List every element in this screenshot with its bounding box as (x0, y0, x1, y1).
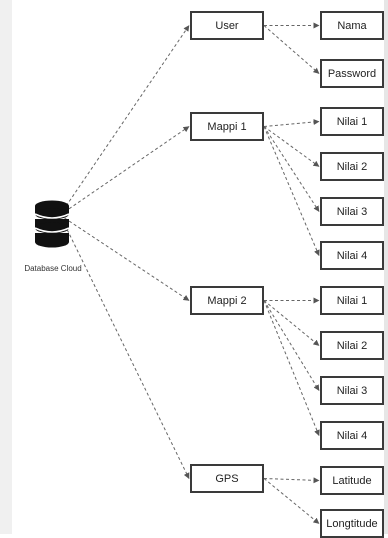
database-icon (34, 200, 70, 248)
node-mappi-1-nilai-1: Nilai 1 (320, 107, 384, 136)
node-mappi-1-nilai-2: Nilai 2 (320, 152, 384, 181)
edge-mappi-1-to-nilai-3 (263, 126, 320, 212)
node-mappi-2-nilai-4: Nilai 4 (320, 421, 384, 450)
edge-mappi-1-to-nilai-4 (263, 126, 320, 256)
node-mappi-2: Mappi 2 (190, 286, 264, 315)
node-mappi-2-nilai-1: Nilai 1 (320, 286, 384, 315)
node-mappi-2-nilai-4-label: Nilai 4 (336, 429, 368, 442)
edge-db-to-gps (59, 214, 190, 479)
node-mappi-1-nilai-1-label: Nilai 1 (336, 115, 368, 128)
node-mappi-2-nilai-2: Nilai 2 (320, 331, 384, 360)
edge-mappi-1-to-nilai-2 (263, 126, 320, 167)
node-mappi-1-nilai-3: Nilai 3 (320, 197, 384, 226)
node-user-password-label: Password (327, 67, 377, 80)
edge-mappi-2-to-nilai-4 (263, 300, 320, 436)
edge-gps-to-latitude (263, 477, 320, 484)
edge-db-to-mappi-2 (59, 214, 190, 301)
node-gps-longtitude-label: Longtitude (326, 517, 378, 530)
node-gps-label: GPS (215, 472, 239, 485)
edge-db-to-user (59, 25, 190, 216)
node-mappi-2-label: Mappi 2 (207, 294, 247, 307)
node-user-password: Password (320, 59, 384, 88)
edge-db-to-mappi-1 (59, 126, 190, 216)
edge-user-to-password (263, 25, 320, 74)
node-user-nama: Nama (320, 11, 384, 40)
node-mappi-2-nilai-3-label: Nilai 3 (336, 384, 368, 397)
edge-mappi-2-to-nilai-3 (263, 300, 320, 391)
node-gps-latitude: Latitude (320, 466, 384, 495)
right-margin-strip (384, 0, 388, 534)
node-mappi-1: Mappi 1 (190, 112, 264, 141)
node-gps-latitude-label: Latitude (332, 474, 372, 487)
node-mappi-1-nilai-2-label: Nilai 2 (336, 160, 368, 173)
node-mappi-1-nilai-3-label: Nilai 3 (336, 205, 368, 218)
left-margin-strip (0, 0, 12, 534)
node-gps: GPS (190, 464, 264, 493)
node-mappi-1-nilai-4-label: Nilai 4 (336, 249, 368, 262)
node-user: User (190, 11, 264, 40)
edge-mappi-2-to-nilai-2 (263, 300, 320, 346)
node-user-label: User (215, 19, 239, 32)
edge-gps-to-longtitude (263, 478, 320, 524)
node-gps-longtitude: Longtitude (320, 509, 384, 538)
database-cloud-label: Database Cloud (24, 264, 82, 273)
edge-mappi-1-to-nilai-1 (263, 119, 320, 127)
node-mappi-2-nilai-3: Nilai 3 (320, 376, 384, 405)
node-mappi-2-nilai-1-label: Nilai 1 (336, 294, 368, 307)
node-mappi-2-nilai-2-label: Nilai 2 (336, 339, 368, 352)
node-user-nama-label: Nama (337, 19, 367, 32)
node-mappi-1-label: Mappi 1 (207, 120, 247, 133)
node-mappi-1-nilai-4: Nilai 4 (320, 241, 384, 270)
